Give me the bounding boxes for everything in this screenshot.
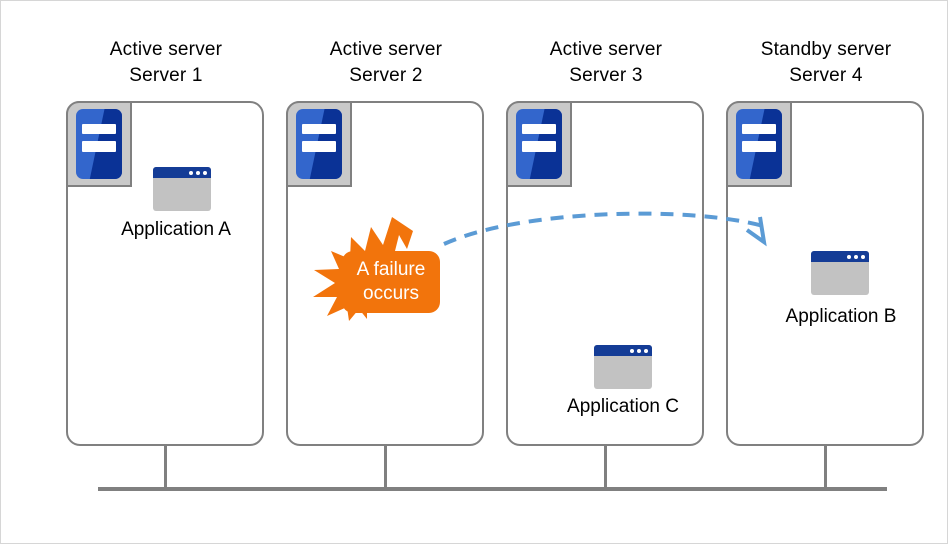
server-title-4: Standby server Server 4 [726,37,926,89]
server-box-3 [506,101,704,446]
window-dot-3 [644,348,648,353]
network-connector-2 [384,446,387,489]
network-connector-4 [824,446,827,489]
server-box-2 [286,101,484,446]
server-column-3: Active server Server 3 Application C [506,1,706,543]
application-window-titlebar [594,345,652,356]
server-role-1: Active server [109,39,223,60]
failure-message-line2: occurs [363,283,419,304]
server-box-1 [66,101,264,446]
window-dot-3 [861,254,865,259]
application-label: Application A [121,219,231,240]
server-title-1: Active server Server 1 [66,37,266,89]
server-chip-bar-bottom [521,141,556,152]
application-window-titlebar [811,251,869,262]
server-column-4: Standby server Server 4 Application B [726,1,926,543]
server-icon [726,101,792,187]
server-icon [66,101,132,187]
failure-message-line1: A failure [356,259,426,280]
window-dot-2 [196,170,200,175]
application-label: Application B [785,306,897,327]
server-chip-bar-top [741,123,776,135]
application-window-titlebar [153,167,211,178]
network-connector-1 [164,446,167,489]
server-chip-bar-top [301,123,336,135]
server-chip-bar-top [521,123,556,135]
server-chip [76,109,122,179]
server-chip-bar-bottom [741,141,776,152]
server-chip [736,109,782,179]
application-window-icon [594,345,652,389]
server-name-1: Server 1 [129,65,203,86]
server-chip-bar-bottom [81,141,116,152]
server-box-4 [726,101,924,446]
network-connector-3 [604,446,607,489]
application-label: Application C [567,396,679,417]
server-title-2: Active server Server 2 [286,37,486,89]
server-role-4: Standby server [760,39,892,60]
server-icon [286,101,352,187]
server-role-2: Active server [329,39,443,60]
server-name-2: Server 2 [349,65,423,86]
server-column-1: Active server Server 1 Application A [66,1,266,543]
failure-message-badge: A failure occurs [342,251,440,313]
server-column-2: Active server Server 2 [286,1,486,543]
window-dot-3 [203,170,207,175]
server-icon [506,101,572,187]
failure-indicator: A failure occurs [295,215,455,325]
server-chip-bar-top [81,123,116,135]
server-chip-bar-bottom [301,141,336,152]
application-window-icon [153,167,211,211]
window-dot-1 [847,254,851,259]
window-dot-2 [637,348,641,353]
window-dot-1 [189,170,193,175]
server-chip [516,109,562,179]
server-name-3: Server 3 [569,65,643,86]
server-title-3: Active server Server 3 [506,37,706,89]
server-role-3: Active server [549,39,663,60]
application-window-icon [811,251,869,295]
server-name-4: Server 4 [789,65,863,86]
window-dot-1 [630,348,634,353]
window-dot-2 [854,254,858,259]
network-bus-line [98,487,887,491]
server-chip [296,109,342,179]
